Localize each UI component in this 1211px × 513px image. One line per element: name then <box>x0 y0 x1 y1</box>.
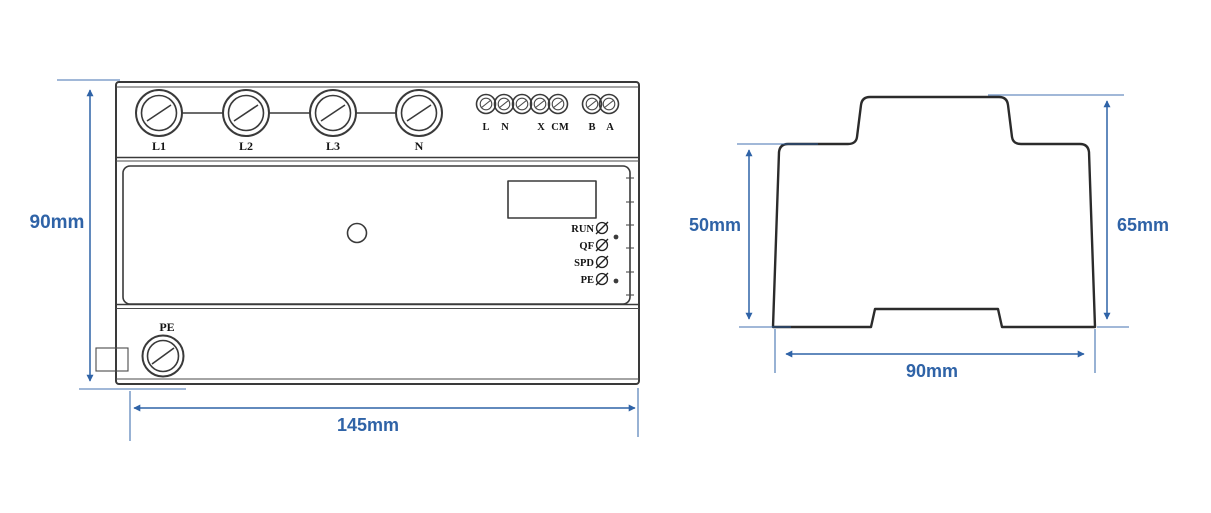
terminal-label-N: N <box>415 139 424 153</box>
side-width-dimension-label: 90mm <box>906 361 958 381</box>
front-view: L1 L2 L3 N <box>95 81 640 385</box>
side-view-dimensions: 50mm 65mm 90mm <box>689 94 1169 381</box>
led-run-icon <box>595 221 609 235</box>
indicator-label-QF: QF <box>579 241 594 252</box>
overall-height-dimension-label: 65mm <box>1117 215 1169 235</box>
screw-slot-icon <box>406 104 432 122</box>
center-button-hole <box>346 222 368 244</box>
ground-terminal: PE <box>141 320 185 378</box>
comm-terminal-block: B A <box>581 93 620 133</box>
aux-terminal-block: L N X CM <box>475 93 569 133</box>
aux-label-X: X <box>537 122 545 133</box>
led-qf-icon <box>595 238 609 252</box>
phase-terminal-L2: L2 <box>222 89 270 153</box>
comm-label-B: B <box>588 122 595 133</box>
phase-terminal-L1: L1 <box>135 89 183 153</box>
height-dimension-label: 90mm <box>30 212 85 233</box>
terminal-label-L1: L1 <box>152 139 166 153</box>
inner-height-dimension-label: 50mm <box>689 215 741 235</box>
indicator-label-RUN: RUN <box>571 224 594 235</box>
panel-screw-dot-top <box>613 234 619 240</box>
lcd-display-window <box>507 180 597 219</box>
led-spd-icon <box>595 255 609 269</box>
phase-terminal-L3: L3 <box>309 89 357 153</box>
terminal-label-L2: L2 <box>239 139 253 153</box>
left-mounting-tab <box>95 347 129 372</box>
front-panel-outline <box>122 165 631 305</box>
screw-slot-icon <box>320 104 346 122</box>
panel-edge-ticks <box>626 177 634 296</box>
comm-label-A: A <box>606 122 614 133</box>
aux-screws <box>475 93 569 115</box>
indicator-label-PE: PE <box>581 275 594 286</box>
screw-slot-icon <box>146 104 172 122</box>
phase-terminal-N: N <box>395 89 443 153</box>
width-dimension-label: 145mm <box>337 415 399 435</box>
aux-label-N: N <box>501 122 509 133</box>
screw-slot-icon <box>233 104 259 122</box>
panel-screw-dot-bottom <box>613 278 619 284</box>
aux-label-L: L <box>482 122 489 133</box>
ground-terminal-label: PE <box>159 320 174 334</box>
indicator-label-SPD: SPD <box>574 258 594 269</box>
terminal-label-L3: L3 <box>326 139 340 153</box>
led-indicator-rows: RUN QF SPD PE <box>571 221 619 286</box>
front-view-dimensions: 90mm 145mm <box>30 79 639 441</box>
side-profile-outline <box>771 95 1097 329</box>
side-view <box>771 95 1097 329</box>
screw-slot-icon <box>151 347 175 365</box>
aux-label-CM: CM <box>551 122 569 133</box>
led-pe-icon <box>595 272 609 286</box>
